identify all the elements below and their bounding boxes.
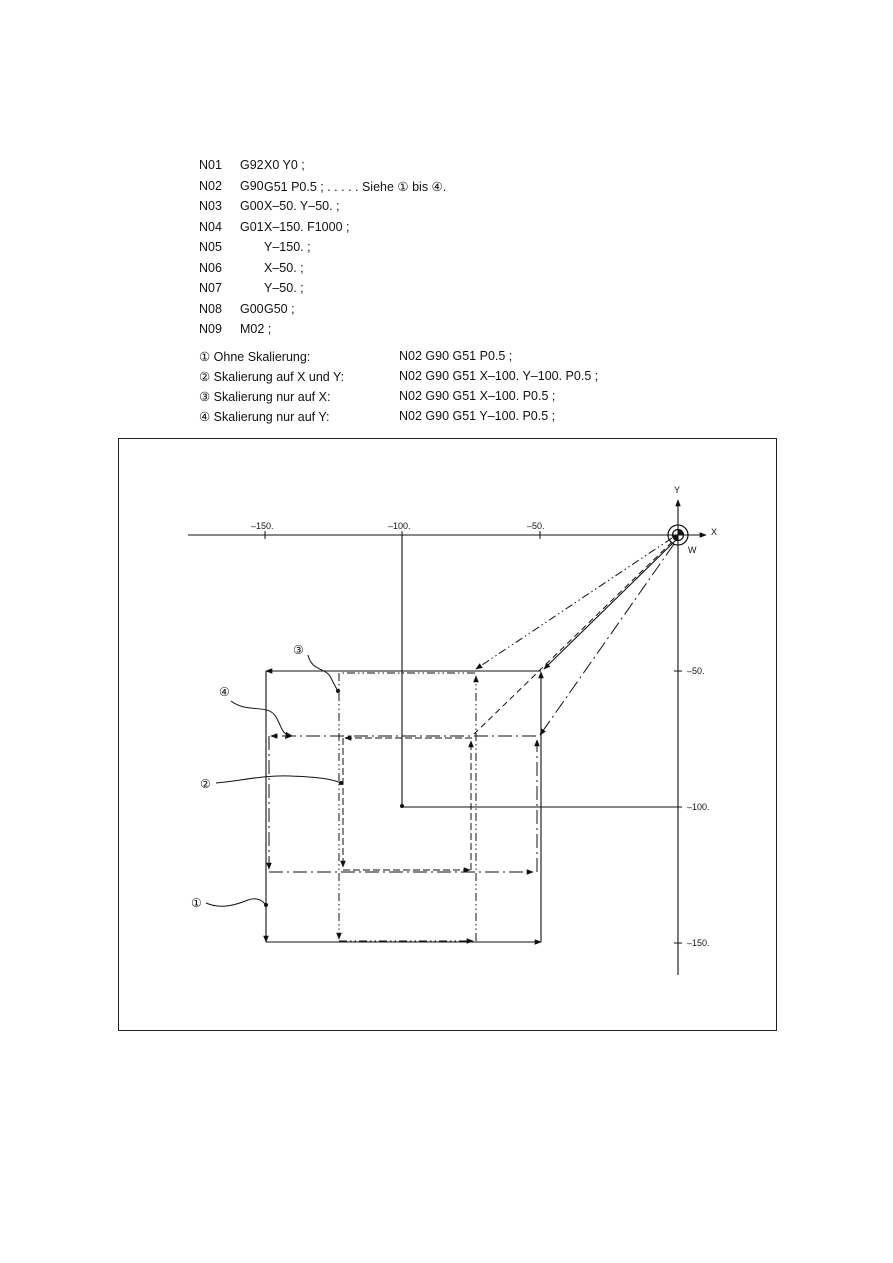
leader-line-3 [307,654,339,692]
note-code: N02 G90 G51 Y–100. P0.5 ; [399,409,556,423]
leader-tip-4 [285,732,293,739]
marker-label-4: ④ [219,685,230,699]
g-code: G00 [240,199,264,213]
g-code: G90 [240,178,264,193]
note-label: ③ Skalierung nur auf X: [199,390,331,404]
words: X–150. F1000 ; [264,219,350,234]
block-number: N03 [199,199,222,213]
leader-dot-1 [264,903,268,907]
block-number: N02 [199,178,222,193]
block-number: N06 [199,260,222,275]
x-tick-label: –150. [251,521,274,531]
words: X–50. ; [264,260,304,275]
x-tick-label: –100. [388,521,411,531]
block-number: N09 [199,322,222,336]
words: G51 P0.5 ; . . . . . Siehe ① bis ④. [264,179,447,194]
note-code: N02 G90 G51 P0.5 ; [399,349,513,363]
path3-rapid [475,537,673,670]
leader-line-1 [205,898,267,907]
y-axis-label: Y [674,485,680,495]
origin-outer-circle [667,524,689,546]
g-code: G92 [240,158,264,172]
leader-line-4 [230,700,291,737]
leader-dot-3 [336,689,340,693]
origin-label: W [688,545,697,555]
y-tick-label: –50. [687,666,705,676]
note-label: ① Ohne Skalierung: [199,350,311,364]
words: Y–50. ; [264,281,304,295]
marker-label-3: ③ [293,643,304,657]
marker-label-2: ② [200,777,211,791]
leader-dot-2 [339,781,343,785]
g-code: G01 [240,219,264,234]
marker-label-1: ① [191,896,202,910]
y-tick-label: –100. [687,802,710,812]
path4-rapid [539,543,675,736]
words: G50 ; [264,301,295,316]
diagram-frame [118,438,777,1031]
block-number: N04 [199,219,222,234]
origin-quadrant [672,535,678,541]
block-number: N08 [199,301,222,316]
x-axis-label: X [711,527,717,537]
block-number: N05 [199,240,222,254]
scaling-center-point [400,804,404,808]
g-code: G00 [240,301,264,316]
path2-rapid [471,541,673,737]
path1-rapid [543,539,677,670]
block-number: N07 [199,281,222,295]
words: X0 Y0 ; [264,158,305,172]
note-label: ④ Skalierung nur auf Y: [199,410,330,424]
leader-line-2 [215,775,342,784]
note-code: N02 G90 G51 X–100. P0.5 ; [399,389,556,403]
origin-quadrant [678,529,684,535]
x-tick-label: –50. [527,521,545,531]
y-tick-label: –150. [687,938,710,948]
g-code: M02 ; [240,322,272,336]
block-number: N01 [199,158,222,172]
words: Y–150. ; [264,240,311,254]
words: X–50. Y–50. ; [264,199,340,213]
note-label: ② Skalierung auf X und Y: [199,370,345,384]
note-code: N02 G90 G51 X–100. Y–100. P0.5 ; [399,369,599,383]
